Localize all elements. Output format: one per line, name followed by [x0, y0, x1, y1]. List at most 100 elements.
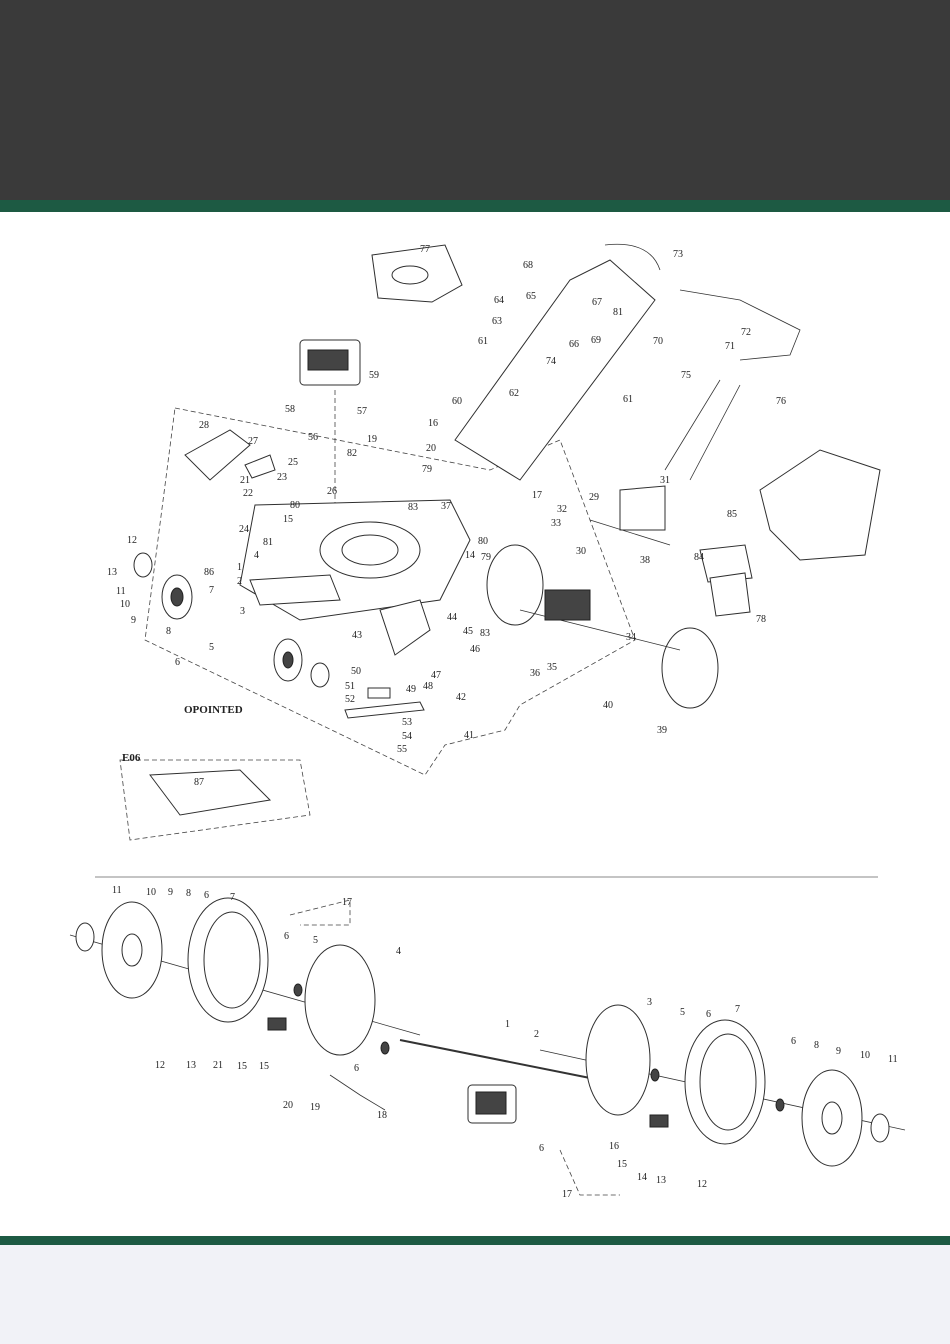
callout: 48 — [423, 681, 433, 692]
header-accent-strip — [0, 200, 950, 212]
callout: 46 — [470, 644, 480, 655]
right-gear-disc — [585, 1004, 651, 1116]
callout: 52 — [345, 694, 355, 705]
left-bearing — [293, 983, 303, 997]
callout: 6 — [354, 1063, 359, 1074]
rear-axle — [399, 1039, 601, 1081]
callout: 15 — [283, 514, 293, 525]
callout: 63 — [492, 316, 502, 327]
callout: 19 — [310, 1102, 320, 1113]
callout: 16 — [609, 1141, 619, 1152]
callout: 6 — [539, 1143, 544, 1154]
callout: 55 — [397, 744, 407, 755]
footer-accent-strip — [0, 1236, 950, 1245]
rear-left-hubcap — [310, 662, 330, 688]
callout: 79 — [422, 464, 432, 475]
callout: 85 — [727, 509, 737, 520]
right-outer-bearing — [775, 1098, 785, 1112]
callout: 29 — [589, 492, 599, 503]
callout: 76 — [776, 396, 786, 407]
callout: 8 — [814, 1040, 819, 1051]
right-hubcap — [870, 1113, 890, 1143]
callout: 16 — [428, 418, 438, 429]
callout: 37 — [441, 501, 451, 512]
callout: 9 — [836, 1046, 841, 1057]
callout: 4 — [254, 550, 259, 561]
bottom-exploded-view: 1 2 3 4 5 5 6 6 6 6 6 6 7 7 8 8 9 9 10 1… — [69, 885, 906, 1200]
callout: 30 — [576, 546, 586, 557]
mulch-plug-part — [699, 544, 753, 583]
callout: 67 — [592, 297, 602, 308]
callout: 32 — [557, 504, 567, 515]
callout: 11 — [112, 885, 122, 896]
rear-left-hub — [282, 651, 294, 669]
callout: 43 — [352, 630, 362, 641]
callout: 15 — [237, 1061, 247, 1072]
cable-75 — [664, 379, 721, 471]
front-left-hubcap — [133, 552, 153, 578]
callout: 20 — [426, 443, 436, 454]
left-hubcap — [75, 922, 95, 952]
left-inner-bearing — [380, 1041, 390, 1055]
cover-opening — [391, 265, 429, 285]
callout: 59 — [369, 370, 379, 381]
callout: 10 — [120, 599, 130, 610]
callout: 8 — [166, 626, 171, 637]
callout: 71 — [725, 341, 735, 352]
right-wheel-cover-hub — [821, 1101, 843, 1135]
option-deck-part — [149, 769, 272, 816]
callout: 12 — [697, 1179, 707, 1190]
callout: 75 — [681, 370, 691, 381]
callout: 74 — [546, 356, 556, 367]
callout: 23 — [277, 472, 287, 483]
callout: 4 — [396, 946, 401, 957]
callout: 7 — [209, 585, 214, 596]
callout: 10 — [146, 887, 156, 898]
left-pin-group — [289, 899, 351, 926]
callout: 60 — [452, 396, 462, 407]
callout: 51 — [345, 681, 355, 692]
callout: 70 — [653, 336, 663, 347]
callout: 81 — [613, 307, 623, 318]
callout: 41 — [464, 730, 474, 741]
right-bearing — [650, 1068, 660, 1082]
callout: 1 — [237, 562, 242, 573]
blade-part — [344, 701, 425, 719]
drive-wheel-right — [661, 627, 719, 709]
rear-guard-part — [619, 485, 666, 531]
callout: 54 — [402, 731, 412, 742]
callout: 87 — [194, 777, 204, 788]
callout: 9 — [168, 887, 173, 898]
left-pawl-set — [267, 1017, 287, 1031]
callout: 6 — [175, 657, 180, 668]
callout: 7 — [735, 1004, 740, 1015]
callout: 19 — [367, 434, 377, 445]
callout: 47 — [431, 670, 441, 681]
callout: 53 — [402, 717, 412, 728]
engine-block — [307, 349, 349, 371]
rear-rod-30 — [589, 519, 671, 546]
callout: 3 — [240, 606, 245, 617]
callout: 65 — [526, 291, 536, 302]
callout: 11 — [116, 586, 126, 597]
callout: 44 — [447, 612, 457, 623]
callout: 6 — [791, 1036, 796, 1047]
blade-adapter-part — [367, 687, 391, 699]
callout: 10 — [860, 1050, 870, 1061]
callout: 84 — [694, 552, 704, 563]
callout: 7 — [230, 892, 235, 903]
callout: 25 — [288, 457, 298, 468]
handle-frame — [454, 259, 656, 481]
exploded-view-svg: OPOINTED E06 1 2 3 4 5 6 7 8 9 10 11 12 … — [69, 243, 906, 1200]
drive-wheel-left — [486, 544, 544, 626]
callout: 21 — [240, 475, 250, 486]
callout: 40 — [603, 700, 613, 711]
callout: 35 — [547, 662, 557, 673]
callout: 83 — [480, 628, 490, 639]
front-left-hub — [170, 587, 184, 607]
callout: 79 — [481, 552, 491, 563]
cable-76 — [689, 384, 741, 481]
mulch-insert-78 — [709, 572, 751, 617]
callout: 15 — [259, 1061, 269, 1072]
callout: 33 — [551, 518, 561, 529]
